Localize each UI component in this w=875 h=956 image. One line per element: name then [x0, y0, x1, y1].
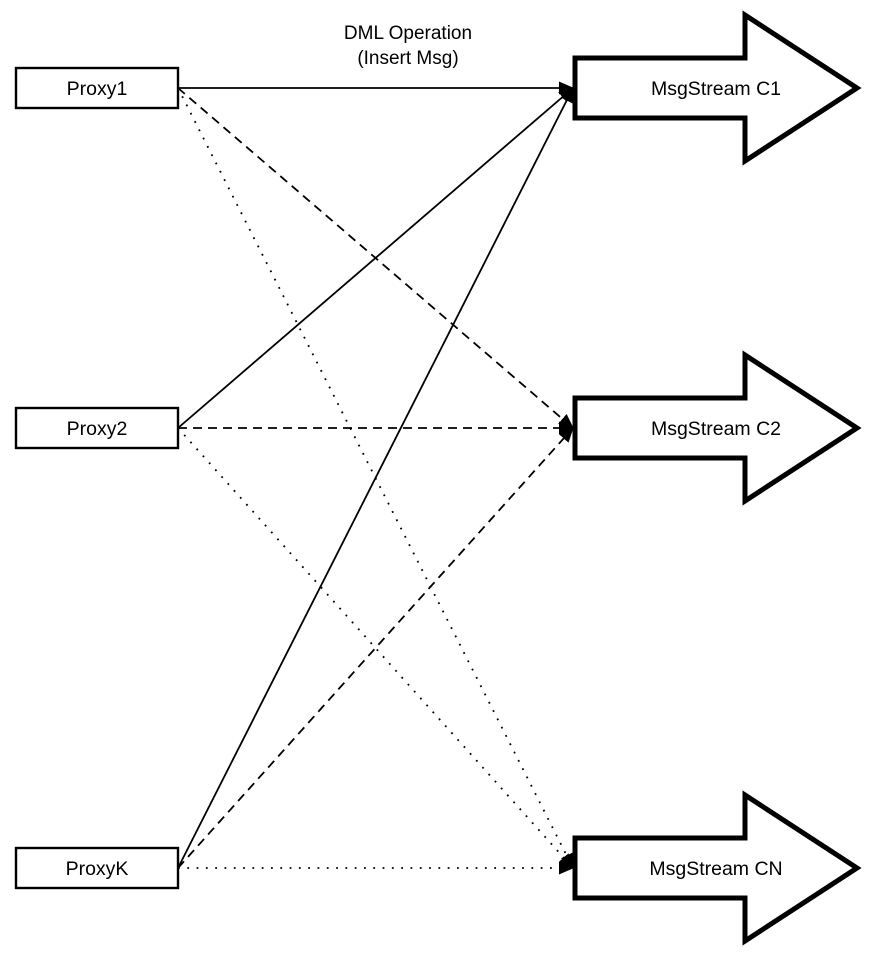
edge-proxyk-c2-dashed — [177, 427, 574, 869]
edge-proxy2-c1-solid — [177, 87, 574, 429]
proxy2-node: Proxy2 — [14, 406, 180, 450]
stream-c2-arrow-shape — [572, 350, 862, 506]
proxy1-box — [14, 66, 180, 110]
proxy1-label: Proxy1 — [67, 78, 128, 100]
stream-cn-arrow-shape — [572, 790, 862, 946]
diagram-title-line2: (Insert Msg) — [357, 48, 459, 69]
stream-c1-label: MsgStream C1 — [651, 78, 781, 100]
proxyk-box — [14, 846, 180, 890]
diagram-title: DML Operation (Insert Msg) — [258, 21, 558, 71]
stream-c2-node: MsgStream C2 — [572, 350, 862, 506]
stream-c2-label: MsgStream C2 — [651, 418, 781, 440]
stream-cn-label: MsgStream CN — [649, 858, 782, 880]
edge-proxyk-c1-solid — [177, 87, 574, 869]
proxyk-label: ProxyK — [66, 858, 129, 880]
diagram-title-line1: DML Operation — [343, 23, 473, 44]
proxy2-label: Proxy2 — [67, 418, 128, 440]
proxyk-node: ProxyK — [14, 846, 180, 890]
stream-c1-node: MsgStream C1 — [572, 10, 862, 166]
proxy1-node: Proxy1 — [14, 66, 180, 110]
proxy2-box — [14, 406, 180, 450]
stream-cn-node: MsgStream CN — [572, 790, 862, 946]
stream-c1-arrow-shape — [572, 10, 862, 166]
